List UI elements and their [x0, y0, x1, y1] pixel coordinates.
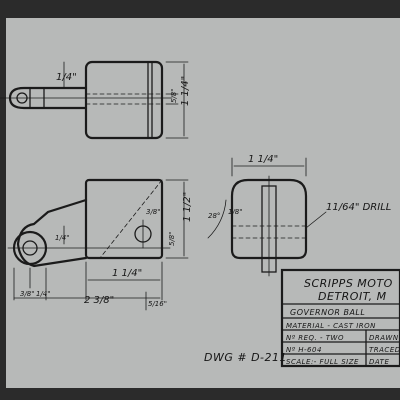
title-part-no: Nº H-604: [286, 346, 322, 354]
dim-front-pin: 1/4": [55, 234, 70, 242]
top-view: 1 1/4" 1/4" 5/8": [0, 60, 191, 140]
dim-front-left: 3/8": [20, 290, 35, 298]
dim-front-side: 1 1/2": [182, 192, 193, 222]
dim-front-span: 1 1/4": [112, 268, 142, 279]
dim-front-small: 1/4": [36, 290, 51, 298]
title-part-name: GOVERNOR BALL: [290, 308, 365, 317]
title-scale: SCALE:- FULL SIZE: [286, 358, 359, 366]
title-city: DETROIT, M: [318, 290, 387, 303]
drill-note: 11/64" DRILL: [326, 202, 391, 213]
front-view: 1 1/2" 3/8" 5/8" 1/4" 1 1/4" 2 3/8" 3/8"…: [7, 178, 193, 311]
side-view-body: [230, 178, 308, 260]
dim-front-top: 3/8": [146, 208, 161, 216]
title-material: MATERIAL - CAST IRON: [286, 322, 376, 330]
side-view: 1 1/4" 28° 1/8" 11/64" DRILL: [207, 154, 391, 277]
dim-side-slot: 1/8": [228, 208, 243, 216]
dim-front-offset: 5/16": [148, 300, 167, 308]
title-drawn: DRAWN: [369, 334, 399, 342]
drawing-paper: [6, 18, 400, 388]
dim-top-bore: 5/8": [170, 89, 178, 104]
front-view-body: [84, 178, 164, 260]
title-company: SCRIPPS MOTO: [304, 277, 393, 290]
dim-top-small: 1/4": [56, 72, 77, 83]
title-date: DATE: [369, 358, 389, 366]
title-traced: TRACED: [369, 346, 400, 354]
dim-top-height: 1 1/4": [180, 76, 191, 106]
drawing-number: DWG # D-211: [204, 351, 287, 364]
dim-front-hole: 5/8": [168, 232, 176, 247]
top-view-body: [84, 60, 164, 140]
dim-side-angle: 28°: [208, 212, 220, 220]
dim-side-width: 1 1/4": [248, 154, 278, 165]
title-req: Nº REQ. - TWO: [286, 334, 344, 342]
dim-front-overall: 2 3/8": [84, 295, 114, 306]
title-block: SCRIPPS MOTO DETROIT, M GOVERNOR BALL MA…: [280, 268, 400, 368]
